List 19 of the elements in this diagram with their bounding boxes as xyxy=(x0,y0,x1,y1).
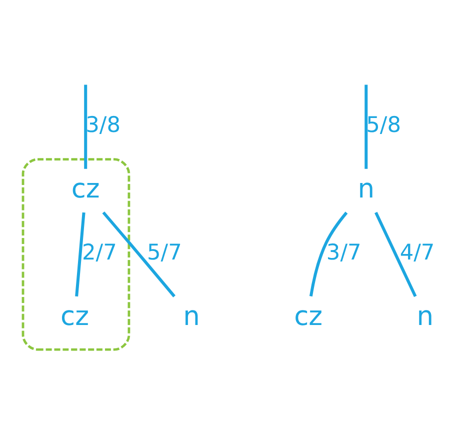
node-text: cz xyxy=(294,300,323,332)
connector xyxy=(309,212,348,297)
connector xyxy=(374,212,417,297)
edge-label: 2/7 xyxy=(82,240,117,266)
edge-label: 5/7 xyxy=(147,240,182,266)
edge-label: 5/8 xyxy=(366,113,402,138)
edge-label: 4/7 xyxy=(400,240,435,266)
edge-label: 3/7 xyxy=(326,240,362,266)
connector xyxy=(364,84,368,169)
cluster xyxy=(22,158,130,351)
node-text: cz xyxy=(71,173,100,204)
node-text: n xyxy=(416,300,434,332)
edge-label: 3/8 xyxy=(86,113,120,138)
node-text: n xyxy=(183,300,200,332)
node-text: cz xyxy=(60,300,89,332)
connector xyxy=(75,212,86,296)
node-text: n xyxy=(358,173,375,204)
connector xyxy=(102,211,176,298)
connector xyxy=(84,84,88,169)
